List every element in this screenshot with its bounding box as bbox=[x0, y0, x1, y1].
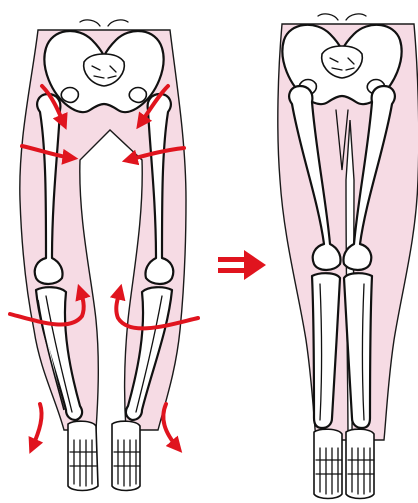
before-panel bbox=[10, 20, 198, 491]
left-foot-after bbox=[314, 429, 342, 498]
ankle-arrow-right bbox=[163, 404, 178, 448]
right-foot-before bbox=[112, 421, 140, 490]
left-foot-before bbox=[68, 421, 98, 490]
right-foot-after bbox=[346, 429, 374, 498]
double-right-arrow-icon bbox=[218, 250, 266, 280]
after-panel bbox=[278, 14, 418, 499]
ankle-arrow-left bbox=[32, 404, 42, 448]
